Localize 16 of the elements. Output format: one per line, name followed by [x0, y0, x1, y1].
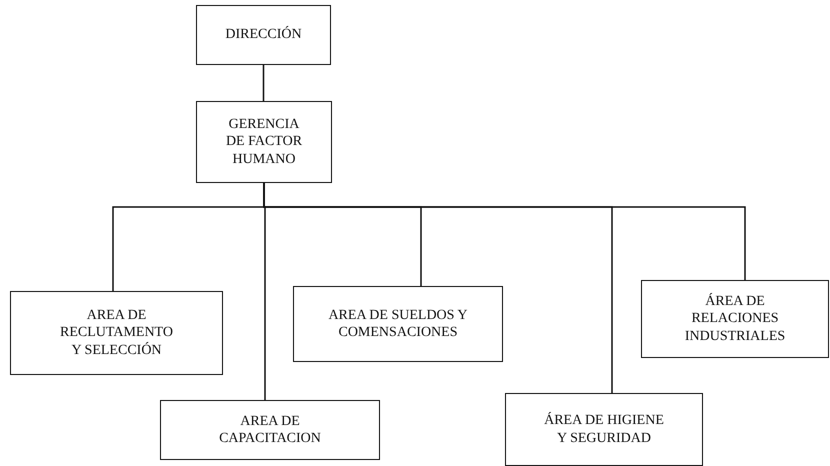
box-label: AREA DE CAPACITACION	[218, 412, 322, 448]
org-box	[505, 393, 703, 466]
box-label: ÁREA DE HIGIENE Y SEGURIDAD	[544, 412, 664, 447]
org-box	[10, 291, 223, 375]
box-label: DIRECCIÓN	[225, 26, 302, 44]
box-label: AREA DE SUELDOS Y COMENSACIONES	[327, 306, 469, 342]
box-label: ÁREA DE RELACIONES INDUSTRIALES	[684, 292, 786, 346]
org-box	[641, 280, 829, 358]
org-box	[196, 5, 331, 65]
org-box	[293, 286, 503, 362]
box-label: GERENCIA DE FACTOR HUMANO	[224, 116, 304, 168]
org-box	[196, 101, 332, 183]
org-box	[160, 400, 380, 460]
box-label: AREA DE RECLUTAMENTO Y SELECCIÓN	[59, 306, 174, 360]
connector-line	[262, 65, 264, 101]
connector-line	[263, 183, 746, 280]
